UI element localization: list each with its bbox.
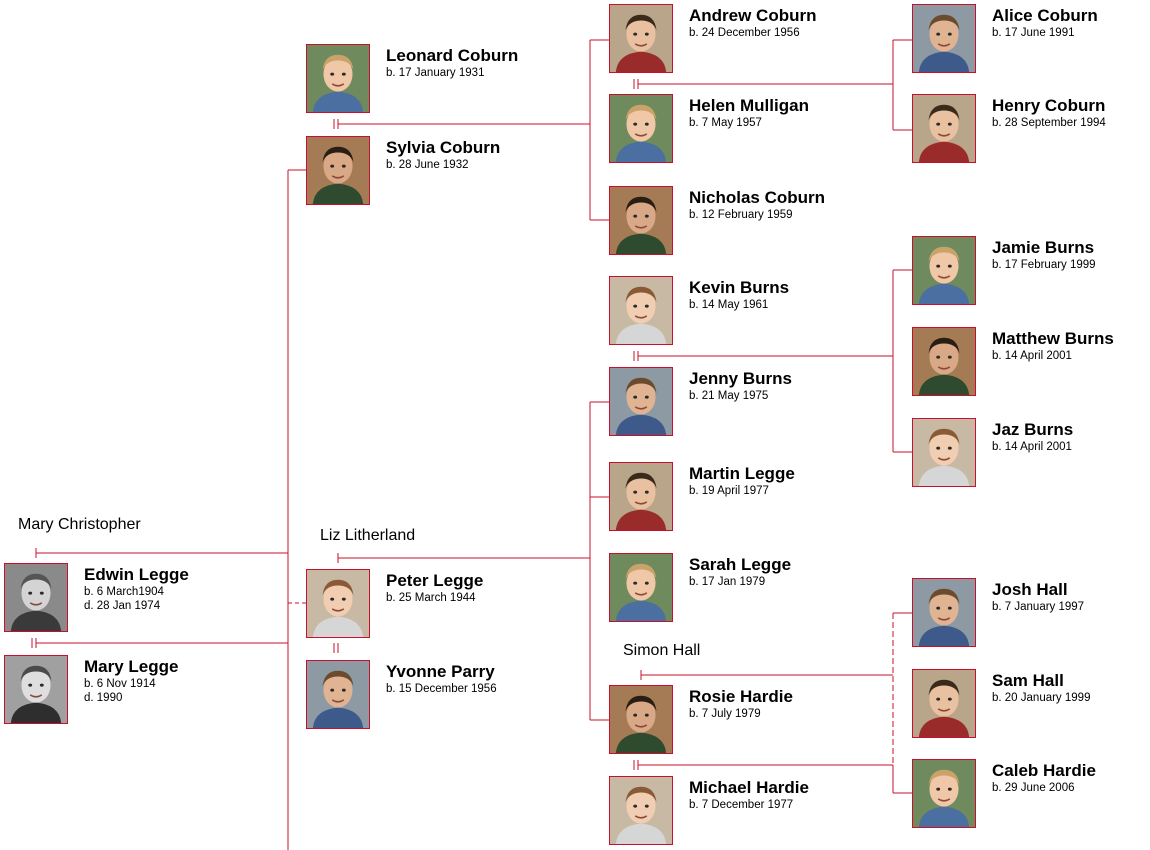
person-name: Helen Mulligan [689,96,809,115]
birth-date: b. 12 February 1959 [689,209,793,221]
person-name: Henry Coburn [992,96,1106,115]
person-info: Leonard Coburn b. 17 January 1931 [386,46,518,80]
person-name: Martin Legge [689,464,795,483]
portrait-photo[interactable] [912,669,976,738]
portrait-photo[interactable] [609,4,673,73]
person-info: Jaz Burns b. 14 April 2001 [992,420,1073,454]
person-info: Martin Legge b. 19 April 1977 [689,464,795,498]
birth-date: b. 17 February 1999 [992,259,1096,271]
person-info: Michael Hardie b. 7 December 1977 [689,778,809,812]
birth-date: b. 14 April 2001 [992,350,1072,362]
birth-date: b. 28 June 1932 [386,159,469,171]
portrait-photo[interactable] [912,236,976,305]
person-info: Edwin Legge b. 6 March1904 d. 28 Jan 1974 [84,565,189,613]
spouse-mary-christopher: Mary Christopher [18,516,141,533]
portrait-photo[interactable] [609,462,673,531]
person-info: Sarah Legge b. 17 Jan 1979 [689,555,791,589]
person-info: Rosie Hardie b. 7 July 1979 [689,687,793,721]
person-info: Jenny Burns b. 21 May 1975 [689,369,792,403]
birth-date: b. 25 March 1944 [386,592,476,604]
portrait-photo[interactable] [912,759,976,828]
person-info: Sylvia Coburn b. 28 June 1932 [386,138,500,172]
portrait-photo[interactable] [912,418,976,487]
person-name: Sarah Legge [689,555,792,574]
portrait-photo[interactable] [609,186,673,255]
person-info: Josh Hall b. 7 January 1997 [992,580,1084,614]
death-date: d. 1990 [84,692,123,704]
person-name: Jaz Burns [992,420,1074,439]
person-name: Peter Legge [386,571,484,590]
birth-date: b. 7 July 1979 [689,708,761,720]
portrait-photo[interactable] [4,563,68,632]
person-name: Matthew Burns [992,329,1114,348]
person-info: Kevin Burns b. 14 May 1961 [689,278,789,312]
person-name: Caleb Hardie [992,761,1096,780]
portrait-photo[interactable] [306,569,370,638]
birth-date: b. 17 January 1931 [386,67,485,79]
person-info: Henry Coburn b. 28 September 1994 [992,96,1106,130]
person-info: Caleb Hardie b. 29 June 2006 [992,761,1096,795]
person-info: Yvonne Parry b. 15 December 1956 [386,662,497,696]
death-date: d. 28 Jan 1974 [84,600,161,612]
spouse-simon-hall: Simon Hall [623,642,701,659]
portrait-photo[interactable] [912,578,976,647]
person-name: Rosie Hardie [689,687,793,706]
portrait-photo[interactable] [609,367,673,436]
birth-date: b. 7 December 1977 [689,799,794,811]
person-name: Josh Hall [992,580,1068,599]
person-name: Alice Coburn [992,6,1098,25]
person-name: Mary Legge [84,657,179,676]
person-name: Leonard Coburn [386,46,519,65]
person-info: Nicholas Coburn b. 12 February 1959 [689,188,825,222]
portrait-photo[interactable] [306,44,370,113]
portrait-photo[interactable] [912,327,976,396]
person-info: Matthew Burns b. 14 April 2001 [992,329,1114,363]
person-info: Helen Mulligan b. 7 May 1957 [689,96,809,130]
birth-date: b. 14 April 2001 [992,441,1072,453]
person-name: Sylvia Coburn [386,138,501,157]
birth-date: b. 24 December 1956 [689,27,800,39]
birth-date: b. 29 June 2006 [992,782,1075,794]
portrait-photo[interactable] [609,94,673,163]
portrait-photo[interactable] [306,136,370,205]
person-info: Alice Coburn b. 17 June 1991 [992,6,1098,40]
person-name: Andrew Coburn [689,6,817,25]
portrait-photo[interactable] [912,94,976,163]
birth-date: b. 17 June 1991 [992,27,1075,39]
birth-date: b. 14 May 1961 [689,299,769,311]
person-name: Michael Hardie [689,778,809,797]
portrait-photo[interactable] [306,660,370,729]
person-info: Sam Hall b. 20 January 1999 [992,671,1090,705]
person-name: Edwin Legge [84,565,189,584]
person-info: Jamie Burns b. 17 February 1999 [992,238,1096,272]
person-name: Nicholas Coburn [689,188,826,207]
person-info: Andrew Coburn b. 24 December 1956 [689,6,817,40]
person-info: Peter Legge b. 25 March 1944 [386,571,483,605]
person-name: Kevin Burns [689,278,790,297]
birth-date: b. 17 Jan 1979 [689,576,766,588]
birth-date: b. 7 January 1997 [992,601,1085,613]
birth-date: b. 19 April 1977 [689,485,769,497]
birth-date: b. 6 Nov 1914 [84,678,156,690]
person-name: Jenny Burns [689,369,792,388]
person-name: Sam Hall [992,671,1064,690]
person-info: Mary Legge b. 6 Nov 1914 d. 1990 [84,657,178,705]
portrait-photo[interactable] [4,655,68,724]
birth-date: b. 21 May 1975 [689,390,769,402]
spouse-liz-litherland: Liz Litherland [320,527,416,544]
birth-date: b. 28 September 1994 [992,117,1106,129]
birth-date: b. 6 March1904 [84,586,164,598]
portrait-photo[interactable] [609,685,673,754]
birth-date: b. 20 January 1999 [992,692,1091,704]
birth-date: b. 15 December 1956 [386,683,497,695]
person-name: Jamie Burns [992,238,1095,257]
birth-date: b. 7 May 1957 [689,117,762,129]
portrait-photo[interactable] [609,276,673,345]
portrait-photo[interactable] [609,553,673,622]
person-name: Yvonne Parry [386,662,495,681]
portrait-photo[interactable] [912,4,976,73]
portrait-photo[interactable] [609,776,673,845]
